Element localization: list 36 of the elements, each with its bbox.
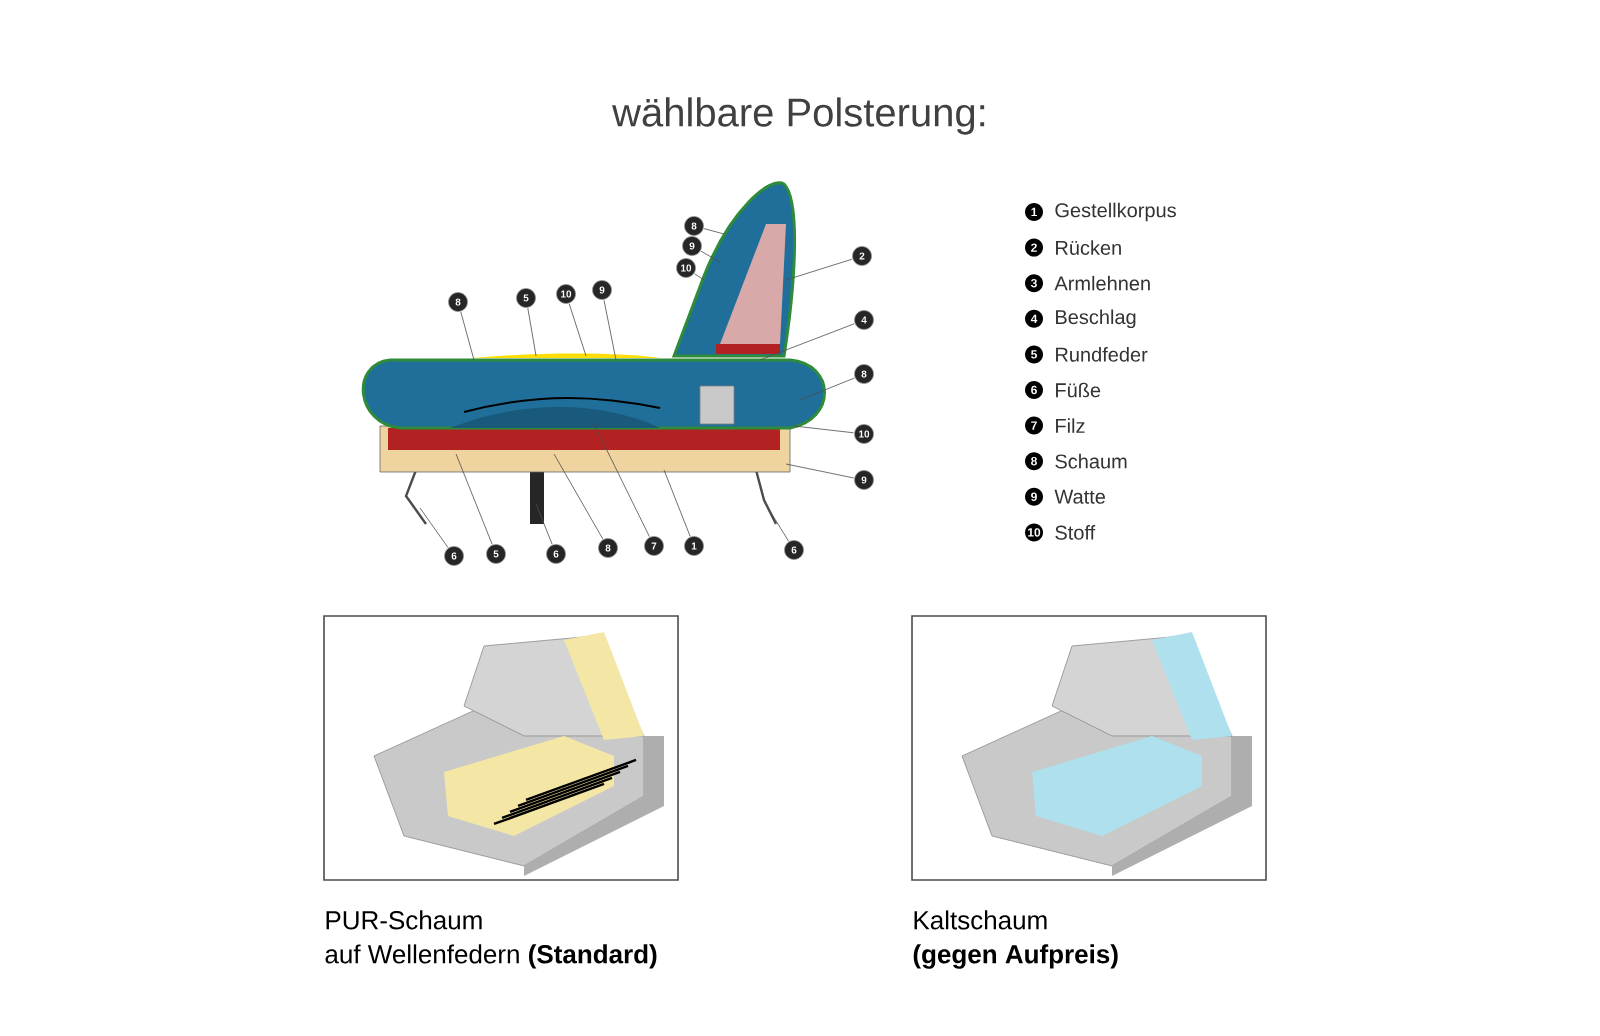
part-name: Beschlag xyxy=(1056,309,1136,329)
part-name: Stoff xyxy=(1055,525,1096,540)
part-name: Füße xyxy=(1056,382,1101,398)
sofa-picture xyxy=(323,615,679,881)
leader-line xyxy=(694,273,705,281)
node-label: auf Wellenfedern (Standard) xyxy=(325,944,657,969)
leader-line xyxy=(663,469,691,537)
part-name: Schaum xyxy=(1055,453,1127,469)
leader-line xyxy=(419,507,449,548)
leader-line xyxy=(700,250,721,263)
leader-line xyxy=(527,307,537,357)
part-name: Rücken xyxy=(1056,240,1121,255)
leader-line xyxy=(603,299,617,361)
leader-line xyxy=(568,303,587,357)
leader-line xyxy=(759,323,855,361)
leader-line xyxy=(799,377,855,401)
leader-line xyxy=(460,311,475,361)
node-label: (gegen Aufpreis) xyxy=(913,944,1118,969)
part-name: Watte xyxy=(1054,489,1105,504)
leader-line xyxy=(535,503,553,545)
part-name: Gestellkorpus xyxy=(1055,202,1176,222)
node-label: Kaltschaum xyxy=(914,910,1047,930)
leader-line xyxy=(785,258,853,281)
node-label: PUR-Schaum xyxy=(326,910,482,930)
leader-line xyxy=(455,453,493,545)
leader-line xyxy=(593,423,650,537)
part-name: Rundfeder xyxy=(1056,347,1148,362)
leader-line xyxy=(703,228,725,235)
part-name: Armlehnen xyxy=(1054,275,1150,291)
title: wählbare Polsterung: xyxy=(612,97,985,135)
leader-line xyxy=(553,453,604,540)
part-name: Filz xyxy=(1056,418,1085,433)
sofa-picture xyxy=(911,615,1267,881)
leader-line xyxy=(785,463,855,479)
leader-line xyxy=(793,425,854,434)
leader-line xyxy=(767,507,789,542)
